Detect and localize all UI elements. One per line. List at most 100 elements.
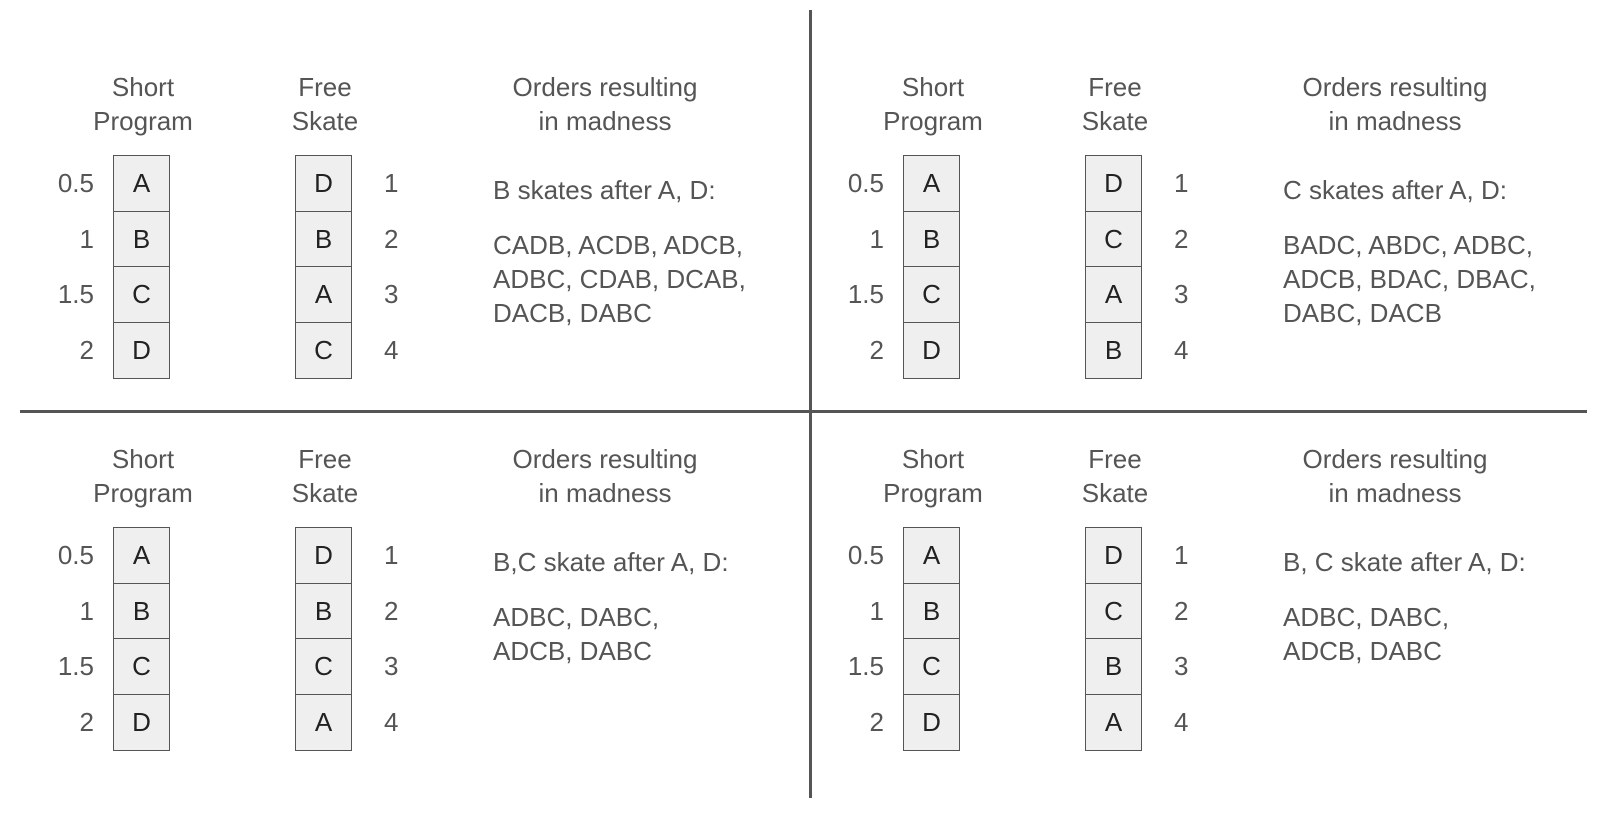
free-place-column: 1 2 3 4 (384, 155, 398, 379)
free-place: 2 (384, 595, 399, 626)
short-score: 1.5 (57, 279, 94, 309)
quadrant-top-right: Short Program Free Skate Orders resultin… (790, 70, 1580, 450)
free-place-column: 1 2 3 4 (1174, 155, 1188, 379)
skater-cell: A (113, 527, 170, 584)
short-score: 2 (869, 706, 884, 737)
header-line: Orders resulting (1302, 444, 1488, 474)
short-score: 2 (79, 334, 94, 365)
short-score: 0.5 (847, 168, 884, 198)
header-line: in madness (1328, 106, 1462, 136)
header-line: Orders resulting (1302, 72, 1488, 102)
free-place: 1 (384, 168, 399, 198)
short-program-column: A B C D (113, 155, 170, 379)
free-place: 3 (1174, 279, 1189, 309)
header-line: in madness (1328, 478, 1462, 508)
skater-cell: D (295, 527, 352, 584)
short-score: 0.5 (57, 168, 94, 198)
orders-line: ADBC, DABC, (1283, 602, 1450, 632)
free-place: 4 (1174, 334, 1189, 365)
free-place: 4 (384, 706, 399, 737)
orders-line: DACB, DABC (493, 298, 652, 328)
short-score: 2 (79, 706, 94, 737)
header-line: Short (901, 72, 965, 102)
short-score-column: 0.5 1 1.5 2 (40, 527, 94, 751)
short-score: 1 (869, 595, 884, 626)
skater-cell: C (113, 266, 170, 323)
header-line: in madness (538, 106, 672, 136)
header-line: Free (1088, 444, 1142, 474)
header-line: Short (111, 72, 175, 102)
free-place: 1 (1174, 168, 1189, 198)
skater-cell: B (903, 210, 960, 268)
skater-cell: B (1085, 638, 1142, 695)
free-place: 2 (1174, 595, 1189, 626)
short-score: 1 (869, 223, 884, 254)
free-place: 1 (1174, 540, 1189, 570)
skater-cell: B (113, 210, 170, 268)
free-skate-header: Free Skate (292, 442, 359, 510)
free-place: 2 (384, 223, 399, 254)
skater-cell: A (113, 155, 170, 212)
vertical-divider (809, 10, 812, 798)
short-score: 1 (79, 595, 94, 626)
skater-cell: A (903, 527, 960, 584)
header-line: Free (298, 72, 352, 102)
orders-header: Orders resulting in madness (513, 442, 698, 510)
short-score: 0.5 (847, 540, 884, 570)
skater-cell: D (903, 321, 960, 379)
orders-header: Orders resulting in madness (1303, 442, 1488, 510)
free-skate-column: D C B A (1085, 527, 1142, 751)
skater-cell: D (295, 155, 352, 212)
skater-cell: C (1085, 210, 1142, 268)
skater-cell: C (903, 638, 960, 695)
free-place-column: 1 2 3 4 (1174, 527, 1188, 751)
free-skate-header: Free Skate (1082, 70, 1149, 138)
skater-cell: A (1085, 693, 1142, 751)
skater-cell: D (113, 321, 170, 379)
quadrant-top-left: Short Program Free Skate Orders resultin… (0, 70, 790, 450)
header-line: Short (111, 444, 175, 474)
short-program-header: Short Program (883, 70, 983, 138)
header-line: Skate (291, 106, 359, 136)
short-program-column: A B C D (113, 527, 170, 751)
short-program-column: A B C D (903, 155, 960, 379)
skater-cell: A (1085, 266, 1142, 323)
header-line: in madness (538, 478, 672, 508)
orders-header: Orders resulting in madness (1303, 70, 1488, 138)
madness-rule: B, C skate after A, D: (1283, 547, 1526, 577)
quadrant-bottom-right: Short Program Free Skate Orders resultin… (790, 442, 1580, 822)
short-score-column: 0.5 1 1.5 2 (40, 155, 94, 379)
free-place: 3 (1174, 651, 1189, 681)
skater-cell: B (113, 582, 170, 640)
skater-cell: A (295, 266, 352, 323)
free-place: 3 (384, 279, 399, 309)
short-program-column: A B C D (903, 527, 960, 751)
skater-cell: D (903, 693, 960, 751)
free-skate-header: Free Skate (1082, 442, 1149, 510)
short-score-column: 0.5 1 1.5 2 (830, 155, 884, 379)
skater-cell: B (1085, 321, 1142, 379)
free-place: 4 (384, 334, 399, 365)
skater-cell: B (295, 210, 352, 268)
orders-line: DABC, DACB (1283, 298, 1442, 328)
header-line: Program (883, 106, 983, 136)
orders-line: CADB, ACDB, ADCB, (493, 230, 743, 260)
madness-rule: B,C skate after A, D: (493, 547, 729, 577)
skater-cell: C (295, 638, 352, 695)
orders-header: Orders resulting in madness (513, 70, 698, 138)
header-line: Orders resulting (512, 72, 698, 102)
orders-line: ADBC, CDAB, DCAB, (493, 264, 746, 294)
orders-line: ADBC, DABC, (493, 602, 660, 632)
short-score: 0.5 (57, 540, 94, 570)
header-line: Skate (291, 478, 359, 508)
header-line: Orders resulting (512, 444, 698, 474)
short-program-header: Short Program (93, 442, 193, 510)
skater-cell: B (295, 582, 352, 640)
header-line: Program (93, 478, 193, 508)
short-program-header: Short Program (93, 70, 193, 138)
free-place: 3 (384, 651, 399, 681)
short-score: 1.5 (847, 651, 884, 681)
orders-line: ADCB, DABC (1283, 636, 1442, 666)
orders-line: ADCB, DABC (493, 636, 652, 666)
orders-line: BADC, ABDC, ADBC, (1283, 230, 1533, 260)
